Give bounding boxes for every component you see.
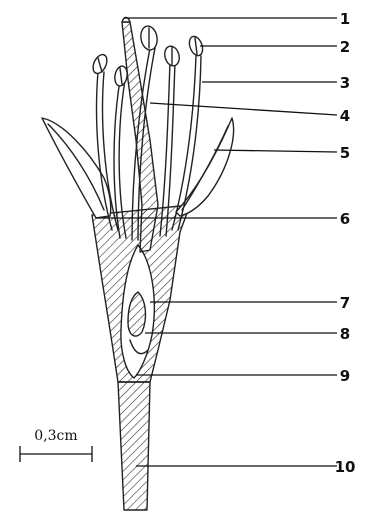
scale-bar: [20, 446, 92, 462]
callout-7: 7: [340, 294, 350, 312]
callout-3: 3: [340, 74, 350, 92]
callout-1: 1: [340, 10, 350, 28]
callout-8: 8: [340, 325, 350, 343]
leader-5: [214, 150, 337, 152]
callout-6: 6: [340, 210, 350, 228]
callout-4: 4: [340, 107, 350, 125]
scale-bar-label: 0,3cm: [34, 428, 77, 444]
leader-4: [150, 103, 337, 115]
callout-9: 9: [340, 367, 350, 385]
pedicel: [118, 382, 150, 510]
callout-2: 2: [340, 38, 350, 56]
callout-10: 10: [335, 458, 356, 476]
callout-5: 5: [340, 144, 350, 162]
